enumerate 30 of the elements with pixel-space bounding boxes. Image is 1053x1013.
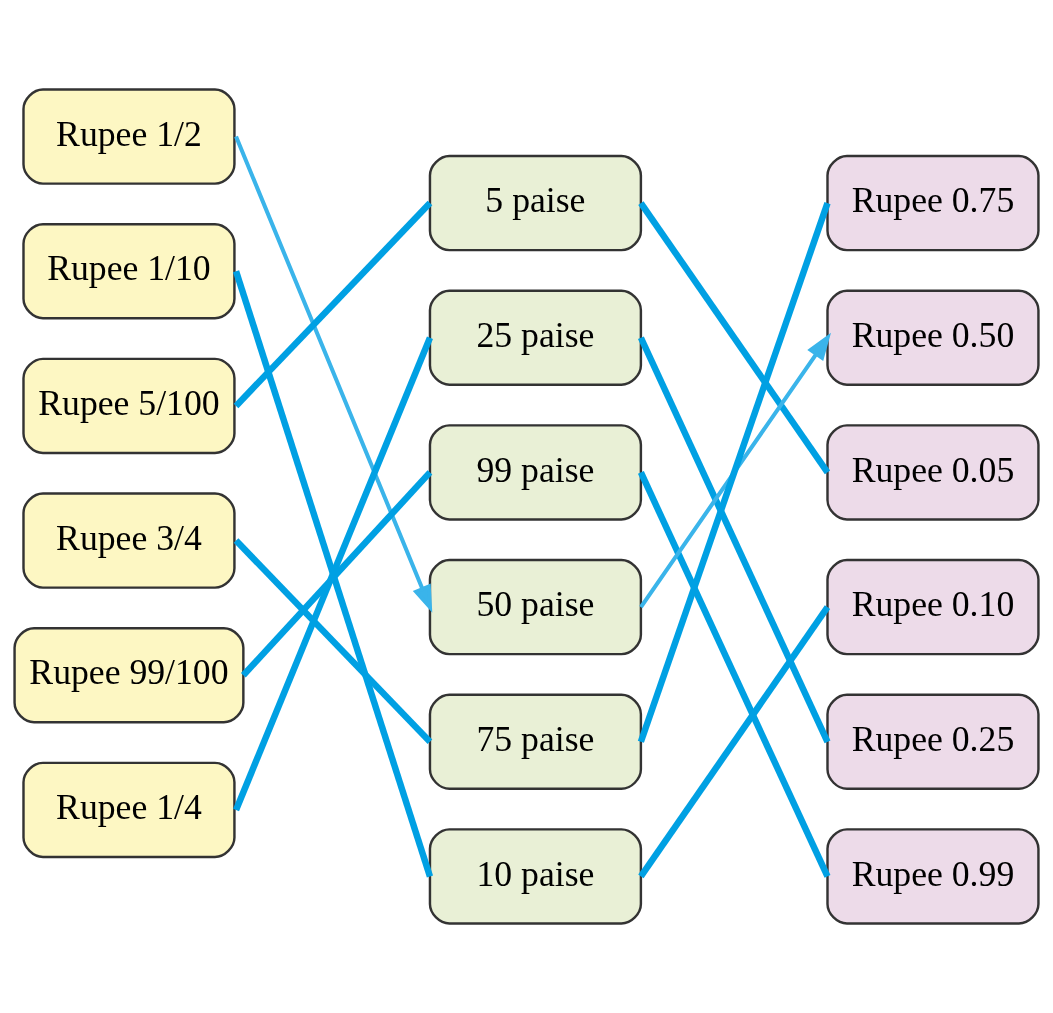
node-box: Rupee 5/100 [22, 357, 236, 455]
node-box: Rupee 0.10 [826, 558, 1040, 656]
node-box: 50 paise [428, 558, 643, 656]
node-box: 99 paise [428, 424, 643, 521]
connector [637, 336, 831, 744]
connector [638, 201, 831, 475]
node-box: 5 paise [428, 154, 643, 252]
connector [240, 470, 433, 678]
connector [637, 471, 831, 878]
connector [637, 202, 831, 743]
node-box: Rupee 0.50 [826, 289, 1040, 386]
connector [233, 538, 433, 745]
node-box: Rupee 0.75 [826, 154, 1040, 252]
node-box: Rupee 0.05 [826, 424, 1040, 521]
node-box: 10 paise [428, 828, 643, 925]
node-box: Rupee 0.99 [826, 828, 1040, 925]
connector [232, 270, 434, 878]
connector [233, 200, 433, 409]
arrow [639, 332, 831, 609]
node-box: Rupee 3/4 [22, 492, 236, 589]
node-box: 25 paise [428, 289, 643, 386]
node-box: Rupee 1/2 [22, 88, 236, 185]
arrow [234, 135, 433, 613]
node-box: Rupee 1/10 [22, 222, 236, 320]
node-box: Rupee 0.25 [826, 693, 1040, 791]
node-box: 75 paise [428, 693, 643, 791]
connector [233, 336, 433, 812]
node-box: Rupee 1/4 [22, 761, 236, 859]
node-box: Rupee 99/100 [13, 627, 245, 724]
connector [638, 605, 831, 879]
